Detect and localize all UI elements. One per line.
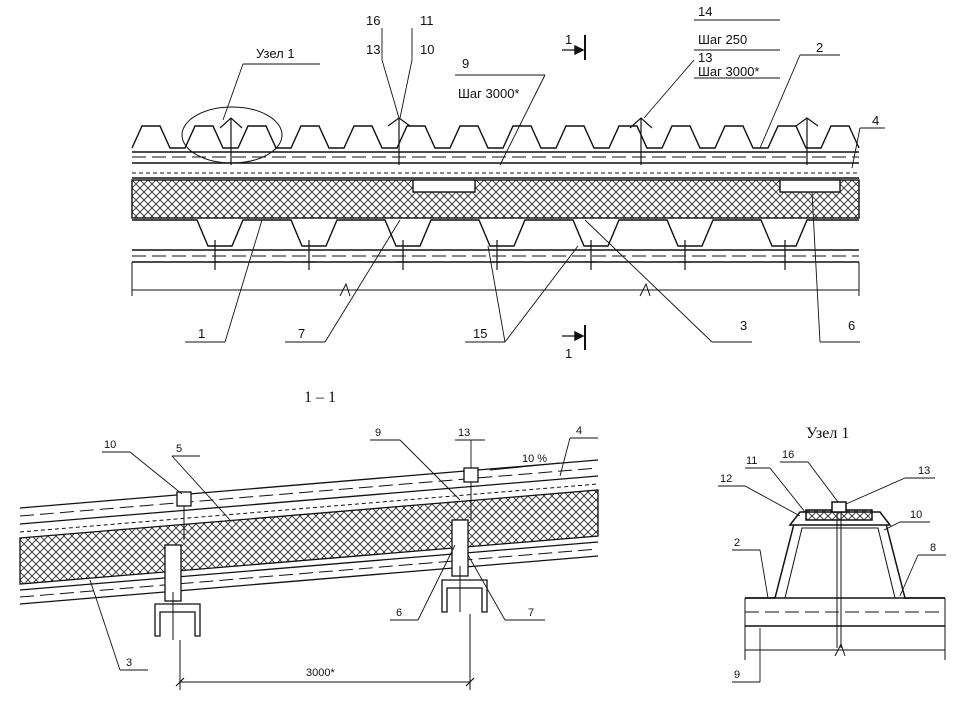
section-callout-5: 5 — [176, 443, 182, 455]
section-mark-top: 1 — [565, 32, 572, 47]
node-leaders — [718, 461, 946, 683]
node-callout-11: 11 — [746, 455, 757, 467]
upper-bolts — [219, 117, 819, 165]
callout-1: 1 — [198, 326, 205, 341]
callout-14-step: Шаг 250 — [698, 32, 747, 47]
upper-profiled-sheet — [131, 125, 860, 149]
callout-7: 7 — [298, 326, 305, 341]
node-title: Узел 1 — [806, 425, 849, 442]
node-callout-16: 16 — [782, 449, 794, 461]
callout-10: 10 — [420, 42, 434, 57]
dimension-label: 3000* — [306, 667, 335, 679]
purlin-post — [779, 179, 841, 193]
callout-3: 3 — [740, 318, 747, 333]
section-callout-4: 4 — [576, 425, 582, 437]
callout-13a: 13 — [366, 42, 380, 57]
callout-6: 6 — [848, 318, 855, 333]
section-bolt-right — [463, 467, 479, 483]
top-labels: Узел 1 16 13 11 10 9 Шаг 3000* 14 Шаг 25… — [198, 4, 879, 361]
node-callout-8: 8 — [930, 542, 936, 554]
node-callout-9: 9 — [734, 669, 740, 681]
callout-4: 4 — [872, 113, 879, 128]
support-beam-right — [441, 579, 488, 613]
callout-15: 15 — [473, 326, 487, 341]
insulation-layer — [131, 179, 860, 219]
lower-profiled-sheet — [132, 219, 859, 247]
lower-fasteners — [209, 240, 791, 270]
top-view — [131, 19, 885, 350]
callout-13b: 13 — [698, 50, 712, 65]
node-labels: 11 16 13 12 10 2 8 9 — [720, 449, 936, 681]
section-mark-bottom: 1 — [565, 346, 572, 361]
callout-13b-step: Шаг 3000* — [698, 64, 759, 79]
purlin-post — [412, 179, 476, 193]
callout-14: 14 — [698, 4, 712, 19]
node1-highlight — [181, 106, 283, 164]
section-title: 1 – 1 — [304, 389, 336, 406]
section-callout-10: 10 — [104, 439, 116, 451]
callout-16: 16 — [366, 13, 380, 28]
node-callout-12: 12 — [720, 473, 732, 485]
section-callout-13: 13 — [458, 427, 470, 439]
node1-label: Узел 1 — [256, 46, 295, 61]
slope-label: 10 % — [522, 453, 547, 465]
callout-2: 2 — [816, 40, 823, 55]
section-insulation — [19, 489, 599, 585]
section-view — [19, 437, 599, 690]
section-callout-3: 3 — [126, 657, 132, 669]
node-bolt-head — [831, 501, 847, 513]
support-beam-left — [154, 603, 201, 637]
callout-9: 9 — [462, 56, 469, 71]
section-callout-9: 9 — [375, 427, 381, 439]
section-callout-6: 6 — [396, 607, 402, 619]
section-bolt-left — [176, 491, 192, 507]
node-view — [718, 461, 946, 683]
node-callout-2: 2 — [734, 537, 740, 549]
node-callout-13: 13 — [918, 465, 930, 477]
top-leaders — [185, 19, 885, 343]
section-labels: 10 5 9 13 4 10 % 6 7 3 3000* — [104, 425, 582, 679]
section-callout-7: 7 — [528, 607, 534, 619]
callout-11: 11 — [420, 13, 434, 28]
callout-9-step: Шаг 3000* — [458, 86, 519, 101]
node-callout-10: 10 — [910, 509, 922, 521]
section-leaders — [89, 437, 598, 671]
